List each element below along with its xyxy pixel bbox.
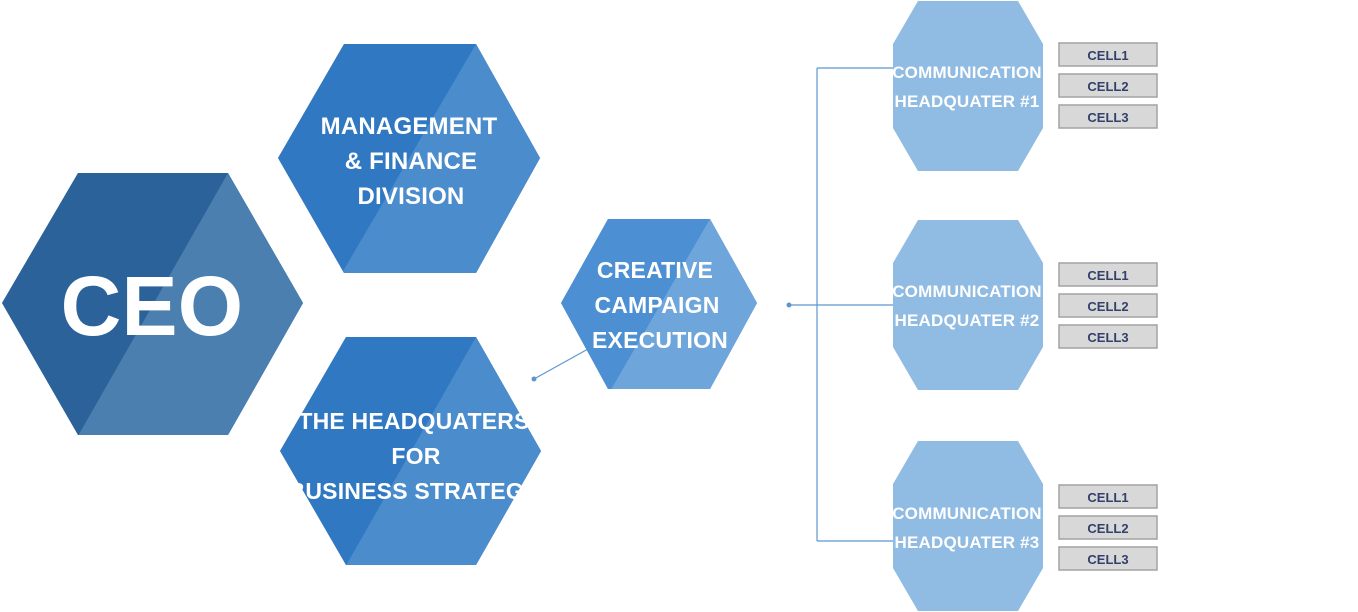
creative-campaign-hexagon: CREATIVE CAMPAIGN EXECUTION bbox=[561, 219, 757, 389]
cell-box bbox=[1058, 293, 1158, 318]
comm-hq-1-cells: CELL1 CELL2 CELL3 bbox=[1058, 42, 1158, 129]
cell-box bbox=[1058, 262, 1158, 287]
cell-box bbox=[1058, 324, 1158, 349]
business-strategy-label-line-2: FOR bbox=[391, 443, 440, 469]
cell-label: CELL3 bbox=[1087, 110, 1128, 125]
comm-hq-3-label-line-2: HEADQUATER #3 bbox=[895, 533, 1040, 552]
management-label-line-2: & FINANCE bbox=[345, 148, 477, 175]
creative-label-line-1: CREATIVE bbox=[597, 257, 713, 283]
comm-hq-3-label-line-1: COMMUNICATION bbox=[892, 504, 1042, 523]
cell-box bbox=[1058, 546, 1158, 571]
creative-label-line-3: EXECUTION bbox=[592, 327, 728, 353]
communication-hq-2-hexagon: COMMUNICATION HEADQUATER #2 bbox=[892, 220, 1043, 390]
business-strategy-label-line-3: BUSINESS STRATEGY bbox=[289, 478, 540, 504]
cell-box bbox=[1058, 515, 1158, 540]
connector-dot bbox=[531, 376, 537, 382]
comm-hq-3-cells: CELL1 CELL2 CELL3 bbox=[1058, 484, 1158, 571]
management-label-line-1: MANAGEMENT bbox=[321, 113, 498, 140]
management-label-line-3: DIVISION bbox=[358, 183, 465, 210]
cell-box bbox=[1058, 42, 1158, 67]
communication-hq-1-hexagon: COMMUNICATION HEADQUATER #1 bbox=[892, 1, 1043, 171]
connector-lines bbox=[531, 67, 893, 542]
creative-label-line-2: CAMPAIGN bbox=[594, 292, 719, 318]
comm-hq-2-cells: CELL1 CELL2 CELL3 bbox=[1058, 262, 1158, 349]
business-strategy-label-line-1: THE HEADQUATERS bbox=[298, 408, 529, 434]
management-finance-hexagon: MANAGEMENT & FINANCE DIVISION bbox=[278, 44, 540, 273]
cell-label: CELL2 bbox=[1087, 79, 1128, 94]
cell-box bbox=[1058, 73, 1158, 98]
cell-label: CELL1 bbox=[1087, 490, 1128, 505]
communication-hq-3-hexagon: COMMUNICATION HEADQUATER #3 bbox=[892, 441, 1043, 611]
cell-label: CELL2 bbox=[1087, 299, 1128, 314]
cell-box bbox=[1058, 484, 1158, 509]
cell-label: CELL3 bbox=[1087, 330, 1128, 345]
connector-hq-creative bbox=[533, 348, 589, 380]
ceo-hexagon: CEO bbox=[2, 173, 303, 435]
comm-hq-2-label-line-2: HEADQUATER #2 bbox=[895, 311, 1040, 330]
connector-dot bbox=[786, 302, 792, 308]
ceo-label: CEO bbox=[61, 259, 244, 353]
business-strategy-hexagon: THE HEADQUATERS FOR BUSINESS STRATEGY bbox=[280, 337, 541, 565]
cell-label: CELL1 bbox=[1087, 48, 1128, 63]
cell-label: CELL3 bbox=[1087, 552, 1128, 567]
comm-hq-1-label-line-1: COMMUNICATION bbox=[892, 63, 1042, 82]
cell-box bbox=[1058, 104, 1158, 129]
cell-label: CELL1 bbox=[1087, 268, 1128, 283]
comm-hq-2-label-line-1: COMMUNICATION bbox=[892, 282, 1042, 301]
cell-label: CELL2 bbox=[1087, 521, 1128, 536]
comm-hq-1-label-line-2: HEADQUATER #1 bbox=[895, 92, 1040, 111]
